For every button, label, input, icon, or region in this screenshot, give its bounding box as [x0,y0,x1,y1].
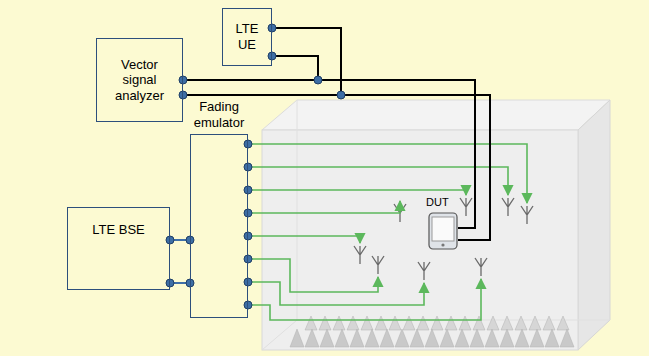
ue-box: LTE UE [222,8,272,66]
base-station-box: LTE BSE [67,207,170,290]
emulator-frame [190,134,248,318]
cable-line [272,56,475,228]
rf-feed-arrows [248,144,527,320]
cable-line [183,80,475,228]
box-label: LTE BSE [92,222,145,238]
box-label: LTE UE [227,21,267,52]
emulator-box: Fading emulator [190,99,248,318]
anechoic-chamber [262,100,610,350]
cable-line [272,28,490,240]
device-label: DUT [426,196,449,209]
box-label: Vector signal analyzer [105,57,175,104]
cable-line [183,95,490,240]
probe-antennas [354,198,533,280]
device-under-test: DUT [428,196,458,252]
phone-icon [428,212,458,250]
analyzer-box: Vector signal analyzer [96,38,183,122]
box-label: Fading emulator [186,99,252,130]
